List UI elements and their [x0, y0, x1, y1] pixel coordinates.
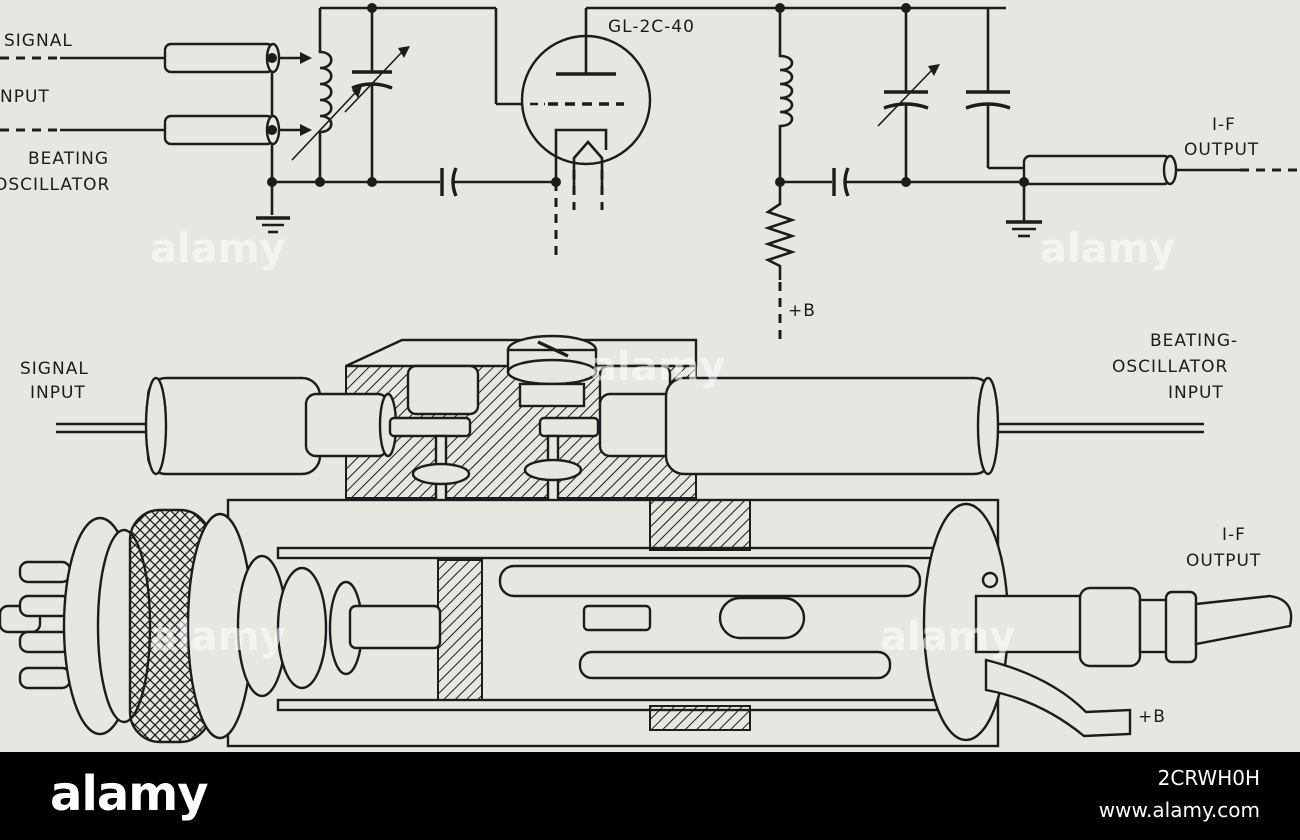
lower-resistor — [578, 650, 892, 680]
image-id-label: 2CRWH0H — [1157, 766, 1260, 790]
watermark-text: alamy — [150, 614, 285, 660]
stock-footer-bar: alamy 2CRWH0H www.alamy.com — [0, 752, 1300, 840]
oscillator-coax — [163, 114, 275, 146]
internal-shield — [437, 559, 483, 701]
plate-choke-coil — [778, 8, 794, 182]
schematic-plus-b-label: +B — [788, 301, 816, 321]
schematic-signal-label: SIGNAL — [4, 31, 73, 51]
schematic-beating-label: BEATING — [28, 149, 109, 169]
watermark-text: alamy — [150, 226, 285, 272]
cutaway-plus-b-label: +B — [1138, 707, 1166, 727]
plate-resistor — [763, 182, 797, 340]
schematic-input-label: INPUT — [0, 87, 50, 107]
if-output-coax — [1022, 154, 1172, 186]
schematic-if-label: I-F — [1212, 115, 1236, 135]
vacuum-tube — [520, 8, 652, 210]
octal-tube-base — [0, 508, 364, 744]
tuning-screw — [506, 334, 598, 408]
watermark-text: alamy — [1040, 226, 1175, 272]
watermark-text: alamy — [880, 614, 1015, 660]
coupling-probes — [388, 416, 600, 518]
cutaway-oscillator-label: OSCILLATOR — [1112, 357, 1228, 377]
tube-socket — [348, 604, 442, 650]
choke-coil — [718, 596, 806, 640]
signal-input-coax — [56, 376, 398, 476]
watermark-text: alamy — [590, 344, 725, 390]
plus-b-cable — [984, 658, 1132, 738]
cutaway-beating-label: BEATING- — [1150, 331, 1238, 351]
input-tuning-coil — [291, 8, 362, 182]
schematic-output-label: OUTPUT — [1184, 140, 1259, 160]
input-variable-capacitor — [344, 8, 410, 182]
oscillator-input-coax — [598, 376, 1204, 476]
if-output-cable — [974, 586, 1293, 668]
internal-rod — [498, 564, 922, 598]
alamy-logo[interactable]: alamy — [50, 766, 209, 822]
cutaway-signal-label: SIGNAL — [20, 359, 89, 379]
signal-coax — [163, 42, 275, 74]
schematic-oscillator-label: OSCILLATOR — [0, 175, 110, 195]
cutaway-beating-input-label: INPUT — [1168, 383, 1224, 403]
mixer-diagram: GL-2C-40 +B — [0, 3, 1300, 748]
output-bypass-capacitor — [965, 8, 1024, 170]
site-url-link[interactable]: www.alamy.com — [1098, 798, 1260, 822]
coupling-capacitor — [582, 604, 652, 632]
cutaway-output-label: OUTPUT — [1186, 551, 1261, 571]
tube-type-label: GL-2C-40 — [608, 17, 695, 37]
schematic: GL-2C-40 +B — [0, 3, 1300, 340]
cutaway-if-label: I-F — [1222, 525, 1246, 545]
cutaway-input-label: INPUT — [30, 383, 86, 403]
output-variable-capacitor — [877, 8, 940, 182]
cutaway-assembly: SIGNAL INPUT BEATING- OSCILLATOR INPUT I… — [0, 331, 1293, 748]
